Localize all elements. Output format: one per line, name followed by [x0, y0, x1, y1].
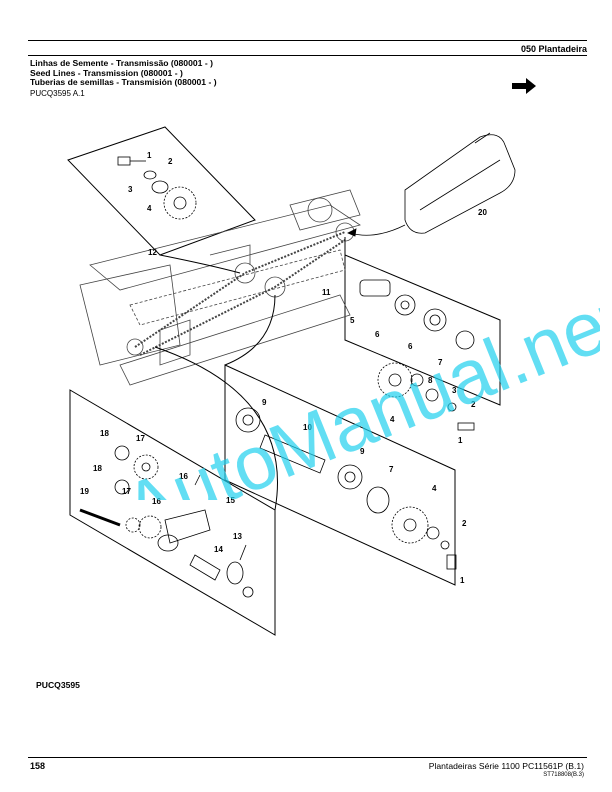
- callout-16b: 16: [152, 497, 161, 506]
- panel-center: [224, 364, 456, 586]
- callout-16a: 16: [179, 472, 188, 481]
- leader-lines: [154, 237, 346, 511]
- section-title: 050 Plantadeira: [520, 44, 587, 54]
- callout-7a: 7: [438, 358, 443, 367]
- callout-20: 20: [478, 208, 487, 217]
- callout-2: 2: [168, 157, 173, 166]
- figure-code: PUCQ3595: [36, 680, 80, 690]
- callout-1c: 1: [460, 576, 465, 585]
- center-inset-parts: [235, 407, 457, 570]
- callout-19: 19: [80, 487, 89, 496]
- callout-6a: 6: [375, 330, 380, 339]
- callout-4b: 4: [390, 415, 395, 424]
- title-pt: Linhas de Semente - Transmissão (080001 …: [30, 58, 213, 68]
- document-code: ST718808(B.3): [543, 772, 584, 778]
- panel-top: [67, 126, 256, 256]
- callout-2c: 2: [462, 519, 467, 528]
- callout-11: 11: [322, 288, 331, 297]
- callout-12: 12: [148, 248, 157, 257]
- footer-rule: [28, 757, 587, 758]
- leader-cover: [349, 224, 406, 236]
- callout-3b: 3: [452, 386, 457, 395]
- panel-left: [69, 389, 276, 636]
- callout-9a: 9: [262, 398, 267, 407]
- callout-5: 5: [350, 316, 355, 325]
- parts-drawing: 1 2 3 4 12 11 5 20 6 6 7 8 3 4 2 1 9 10 …: [67, 126, 516, 636]
- callout-8a: 8: [428, 376, 433, 385]
- callout-7b: 7: [389, 465, 394, 474]
- callout-1b: 1: [458, 436, 463, 445]
- panel-right: [344, 254, 501, 406]
- title-es: Tuberias de semillas - Transmisión (0800…: [30, 77, 217, 88]
- page-number: 158: [30, 761, 46, 771]
- callout-13: 13: [233, 532, 242, 541]
- figure-reference: PUCQ3595 A.1: [30, 89, 85, 98]
- left-inset-parts: [79, 445, 254, 598]
- chain-cover: [404, 132, 516, 234]
- callout-2b: 2: [471, 400, 476, 409]
- callout-17b: 17: [122, 487, 131, 496]
- header-rule-lower: [28, 55, 587, 56]
- callout-1: 1: [147, 151, 152, 160]
- callout-4c: 4: [432, 484, 437, 493]
- callout-labels: 1 2 3 4 12 11 5 20 6 6 7 8 3 4 2 1 9 10 …: [80, 151, 487, 585]
- book-reference: Plantadeiras Série 1100 PC11561P (B.1): [428, 761, 584, 771]
- callout-6b: 6: [408, 342, 413, 351]
- callout-15: 15: [226, 496, 235, 505]
- callout-4: 4: [147, 204, 152, 213]
- callout-10: 10: [303, 423, 312, 432]
- right-inset-parts: [359, 279, 475, 431]
- callout-3: 3: [128, 185, 133, 194]
- callout-9b: 9: [360, 447, 365, 456]
- header-rule: [28, 40, 587, 41]
- page-titles: Linhas de Semente - Transmissão (080001 …: [30, 58, 217, 88]
- callout-14: 14: [214, 545, 223, 554]
- callout-18b: 18: [93, 464, 102, 473]
- callout-18a: 18: [100, 429, 109, 438]
- direction-arrow-icon: [512, 78, 536, 94]
- svg-text:AutoManual.net: AutoManual.net: [113, 275, 600, 500]
- watermark: AutoManual.net: [113, 275, 600, 500]
- callout-17a: 17: [136, 434, 145, 443]
- top-inset-parts: [117, 156, 197, 220]
- title-en: Seed Lines - Transmission (080001 - ): [30, 67, 183, 78]
